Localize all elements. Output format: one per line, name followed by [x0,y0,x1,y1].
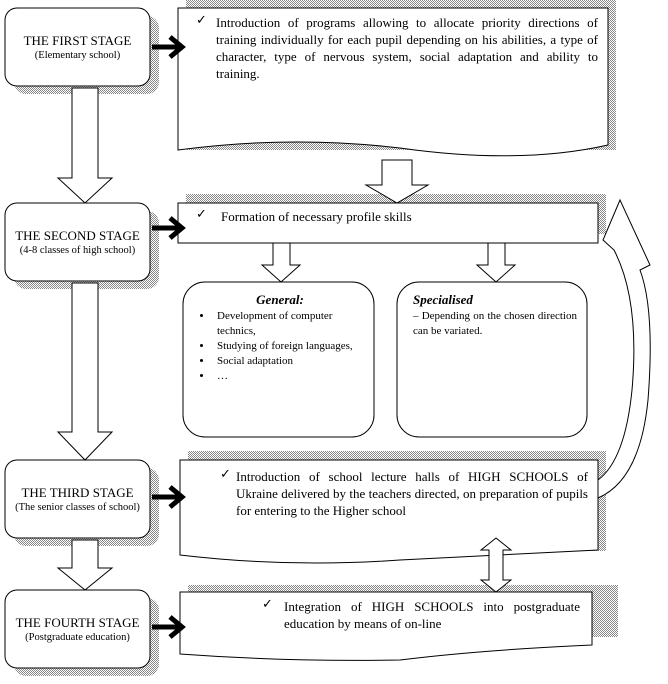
content-boxes [177,7,609,661]
box-3-text: Introduction of school lecture halls of … [236,469,588,518]
check-icon: ✓ [220,466,231,481]
bold-arrows [152,35,186,639]
general-box: General: Development of computer technic… [195,292,365,384]
list-item: Development of computer technics, [213,309,365,339]
check-icon: ✓ [262,596,273,611]
stage-2: THE SECOND STAGE(4-8 classes of high sch… [15,228,140,256]
stage-boxes [4,7,151,669]
list-item: Social adaptation [213,354,365,369]
hollow-arrows [56,87,651,593]
check-icon: ✓ [196,12,207,27]
list-item: … [213,369,365,384]
specialised-box: Specialised – Depending on the chosen di… [413,292,577,339]
stage-1: THE FIRST STAGE(Elementary school) [23,33,132,61]
list-item: Studying of foreign languages, [213,339,365,354]
stage-3: THE THIRD STAGE(The senior classes of sc… [15,485,140,513]
box-2-text: Formation of necessary profile skills [221,209,412,224]
general-title: General: [256,292,304,307]
specialised-text: – Depending on the chosen direction can … [413,310,577,337]
box-1-text: Introduction of programs allowing to all… [216,15,598,81]
check-icon: ✓ [196,206,207,221]
box-4-text: Integration of HIGH SCHOOLS into postgra… [284,599,580,631]
specialised-title: Specialised [413,292,473,307]
stage-4: THE FOURTH STAGE(Postgraduate education) [15,615,140,643]
